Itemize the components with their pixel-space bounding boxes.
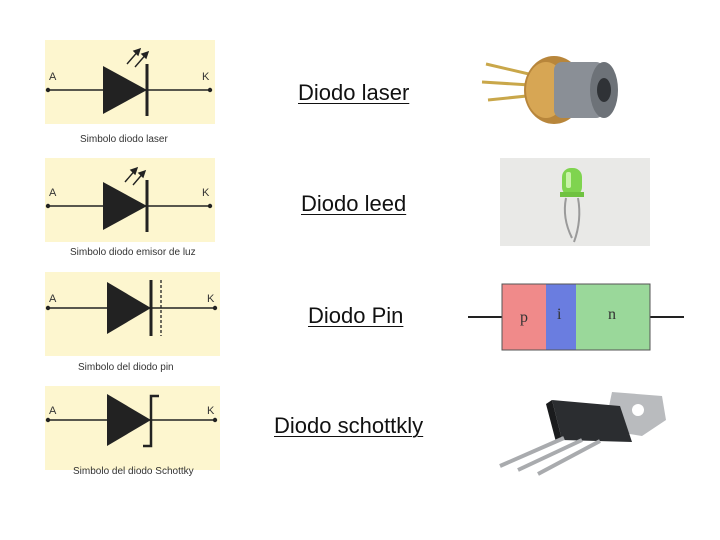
- p-region-label: p: [520, 309, 528, 326]
- pin-diode-symbol: A K: [45, 272, 220, 356]
- cathode-label: K: [207, 405, 215, 417]
- schottky-diode-photo: [492, 386, 672, 476]
- schottky-diode-caption: Simbolo del diodo Schottky: [73, 466, 194, 477]
- n-region: [576, 284, 650, 350]
- i-region: [546, 284, 576, 350]
- laser-diode-label: Diodo laser: [298, 80, 410, 105]
- i-region-label: i: [557, 306, 562, 323]
- cathode-label: K: [207, 293, 215, 305]
- anode-label: A: [49, 293, 57, 305]
- anode-label: A: [49, 187, 57, 199]
- laser-diode-caption: Simbolo diodo laser: [80, 134, 168, 145]
- led-symbol: A K: [45, 158, 215, 242]
- pin-diode-label: Diodo Pin: [308, 303, 404, 328]
- light-emission-arrows-icon: [124, 166, 147, 186]
- laser-diode-photo: [476, 38, 636, 138]
- laser-diode-symbol-drawing: A K: [45, 47, 213, 116]
- led-label: Diodo leed: [301, 191, 407, 216]
- laser-emission-arrows-icon: [126, 47, 150, 68]
- pin-diode-symbol-drawing: A K: [45, 280, 218, 336]
- led-caption: Simbolo diodo emisor de luz: [70, 247, 196, 258]
- laser-diode-symbol: A K: [45, 40, 215, 124]
- schottky-diode-symbol-drawing: A K: [45, 394, 218, 448]
- schottky-diode-label: Diodo schottkly: [274, 413, 424, 438]
- n-region-label: n: [608, 306, 616, 323]
- p-region: [502, 284, 546, 350]
- led-photo: [500, 158, 650, 246]
- cathode-label: K: [202, 71, 210, 83]
- pin-structure-diagram: p i n: [468, 282, 684, 352]
- led-symbol-drawing: A K: [45, 166, 213, 232]
- anode-label: A: [49, 405, 57, 417]
- pin-diode-caption: Simbolo del diodo pin: [78, 362, 174, 373]
- cathode-label: K: [202, 187, 210, 199]
- anode-label: A: [49, 71, 57, 83]
- schottky-diode-symbol: A K: [45, 386, 220, 470]
